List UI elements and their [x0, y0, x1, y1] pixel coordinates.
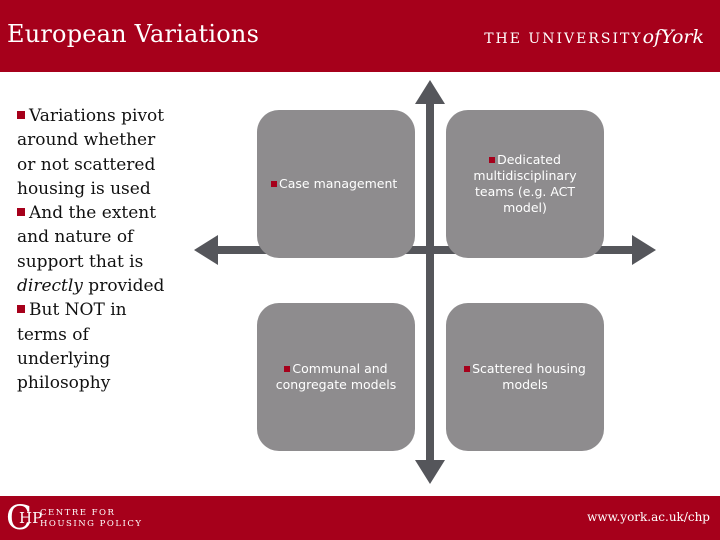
bullet-square-icon [489, 157, 496, 163]
arrow-right-icon [632, 235, 656, 265]
quadrant-top-right: Dedicated multidisciplinary teams (e.g. … [446, 110, 604, 258]
quadrant-label: Scattered housing models [472, 361, 586, 392]
quadrant-bottom-right: Scattered housing models [446, 303, 604, 451]
chp-logo-line1: Centre for [40, 508, 116, 518]
logo-of-text: of [642, 26, 662, 48]
vertical-axis [426, 92, 434, 470]
bullet-item: But NOT in terms of underlying philosoph… [17, 298, 177, 395]
arrow-left-icon [194, 235, 218, 265]
footer-bar: C HP Centre for Housing Policy www.york.… [0, 496, 720, 540]
bullet-square-icon [17, 305, 25, 314]
bullet-square-icon [17, 208, 25, 217]
quadrant-bottom-left: Communal and congregate models [257, 303, 415, 451]
quadrant-label: Communal and congregate models [275, 361, 397, 392]
bullet-square-icon [271, 181, 277, 187]
bullet-square-icon [284, 366, 291, 372]
bullet-item: And the extent and nature of support tha… [17, 201, 177, 298]
bullet-square-icon [17, 111, 25, 119]
logo-york-text: York [661, 26, 704, 48]
header-bar: European Variations The UniversityofYork [0, 0, 720, 72]
bullet-item: Variations pivot around whether or not s… [17, 104, 177, 201]
bullet-text: And the extent and nature of support tha… [17, 203, 157, 272]
footer-url: www.york.ac.uk/chp [587, 510, 710, 524]
bullet-square-icon [464, 366, 471, 372]
bullet-text: But NOT in terms of underlying philosoph… [17, 300, 127, 394]
arrow-up-icon [415, 80, 445, 104]
university-logo: The UniversityofYork [484, 26, 704, 48]
slide-title: European Variations [7, 20, 260, 48]
logo-university-text: The University [484, 31, 643, 47]
bullet-text: Variations pivot around whether or not s… [17, 106, 165, 199]
bullet-emphasis: directly [17, 276, 83, 297]
quadrant-top-left: Case management [257, 110, 415, 258]
bullet-text: provided [82, 276, 165, 297]
arrow-down-icon [415, 460, 445, 484]
bullet-list: Variations pivot around whether or not s… [17, 104, 177, 396]
chp-monogram: C [6, 498, 33, 538]
chp-logo-line2: Housing Policy [40, 519, 143, 529]
horizontal-axis [212, 246, 638, 254]
quadrant-label: Dedicated multidisciplinary teams (e.g. … [473, 152, 577, 215]
chp-logo-text: Centre for Housing Policy [40, 508, 142, 530]
chp-monogram-hp: HP [19, 509, 43, 527]
quadrant-label: Case management [279, 176, 398, 191]
